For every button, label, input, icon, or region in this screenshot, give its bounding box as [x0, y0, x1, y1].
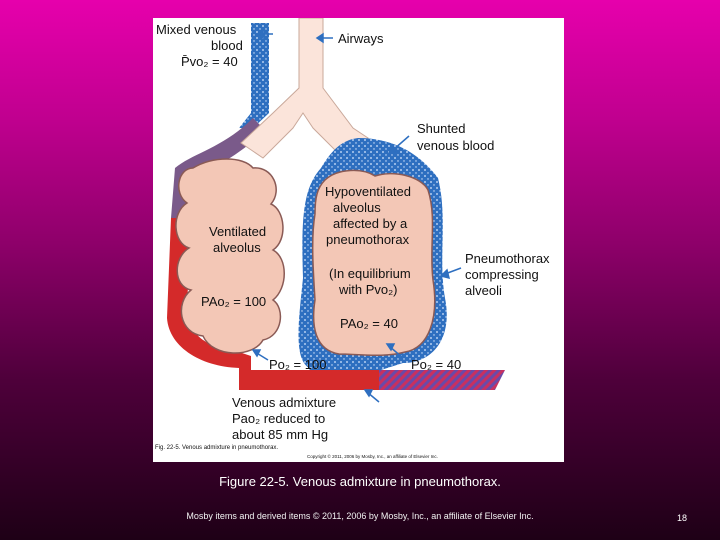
arrow-po2-40-head	[385, 343, 396, 352]
copyright-footer: Mosby items and derived items © 2011, 20…	[186, 511, 534, 521]
mixed-venous-vessel	[239, 23, 269, 128]
label-po2-40: Po₂ = 40	[411, 357, 461, 372]
label-pneumo-3: alveoli	[465, 283, 502, 298]
arrow-admixture-head	[363, 389, 374, 398]
arrow-airways-head	[315, 32, 324, 44]
label-pneumo-2: compressing	[465, 267, 539, 282]
hypoventilated-alveolus	[311, 169, 436, 357]
arrow-mixed-venous-head	[255, 28, 264, 40]
label-equil-1: (In equilibrium	[329, 266, 411, 281]
label-pvo2: P̄vo₂ = 40	[181, 54, 238, 69]
figure-panel: Mixed venous blood P̄vo₂ = 40 Airways Sh…	[153, 18, 564, 462]
label-admix-3: about 85 mm Hg	[232, 427, 328, 442]
label-hypo-2: alveolus	[333, 200, 381, 215]
label-pao2-40: PAo₂ = 40	[340, 316, 398, 331]
label-pao2-100: PAo₂ = 100	[201, 294, 266, 309]
arrow-shunted-head	[387, 144, 399, 156]
label-shunted-2: venous blood	[417, 138, 494, 153]
label-hypo-3: affected by a	[333, 216, 408, 231]
arrow-po2-100-head	[251, 349, 262, 358]
figure-caption: Figure 22-5. Venous admixture in pneumot…	[219, 474, 501, 489]
ventilated-alveolus	[175, 158, 285, 354]
label-ventilated-2: alveolus	[213, 240, 261, 255]
label-po2-100: Po₂ = 100	[269, 357, 326, 372]
arrow-pneumothorax-head	[439, 268, 451, 280]
label-mixed-venous-2: blood	[211, 38, 243, 53]
arrow-shunted	[392, 135, 410, 151]
label-shunted-1: Shunted	[417, 121, 465, 136]
label-equil-2: with Pvo₂)	[338, 282, 398, 297]
label-admix-1: Venous admixture	[232, 395, 336, 410]
label-mixed-venous-1: Mixed venous	[156, 22, 237, 37]
label-admix-2: Pao₂ reduced to	[232, 411, 325, 426]
venous-admixture-diagram: Mixed venous blood P̄vo₂ = 40 Airways Sh…	[155, 18, 550, 459]
venous-admixture-outflow	[379, 370, 505, 390]
label-hypo-4: pneumothorax	[326, 232, 410, 247]
label-hypo-1: Hypoventilated	[325, 184, 411, 199]
figure-copyright: Copyright © 2011, 2006 by Mosby, Inc., a…	[307, 453, 438, 459]
label-ventilated-1: Ventilated	[209, 224, 266, 239]
slide-number: 18	[677, 513, 688, 523]
arterialized-outflow	[239, 358, 381, 390]
figure-note: Fig. 22-5. Venous admixture in pneumotho…	[155, 445, 278, 451]
airway	[240, 18, 369, 159]
label-airways: Airways	[338, 31, 384, 46]
label-pneumo-1: Pneumothorax	[465, 251, 550, 266]
